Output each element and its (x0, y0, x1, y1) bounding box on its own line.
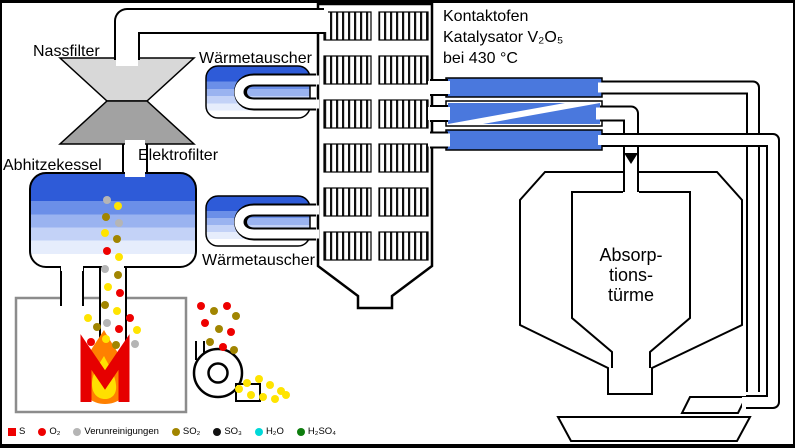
u-tube-bottom (234, 203, 319, 241)
u-tube-top (234, 73, 319, 111)
legend-label-s: S (19, 426, 26, 437)
legend-item-h2o: H₂O (254, 426, 284, 437)
pipe-opening (102, 262, 124, 271)
legend-item-verunreinigungen: Verunreinigungen (73, 426, 159, 437)
legend-item-h2so4: H₂SO₄ (296, 426, 337, 437)
water-marker-icon (254, 427, 263, 436)
kontaktofen-label: Kontaktofen Katalysator V₂O₅ bei 430 °C (443, 6, 563, 69)
legend-item-so2: SO₂ (171, 426, 201, 437)
waermetauscher-bottom-label: Wärmetauscher (202, 252, 315, 269)
legend-label-h2o: H₂O (265, 426, 284, 437)
sulfur-m-shape (80, 334, 130, 402)
pipe-right-outer-1 (598, 80, 760, 396)
tower-outer-shell (519, 171, 743, 395)
particles (84, 196, 290, 403)
cooler-wedge-left (448, 103, 565, 124)
acid-tray-small (680, 396, 748, 414)
legend-label-so2: SO₂ (182, 426, 201, 437)
so3-marker-icon (213, 427, 222, 436)
tower-inner-right (639, 191, 691, 368)
cooler-connectors (428, 79, 450, 149)
pipe-opening (125, 170, 145, 177)
cooler-wedge-right (483, 103, 600, 124)
heat-exchanger-top (205, 65, 319, 119)
sulfur-marker-icon (8, 427, 16, 436)
catalyst-beds (323, 11, 429, 261)
acid-trays (556, 396, 752, 442)
kontaktofen-label-line1: Kontaktofen (443, 8, 529, 25)
legend-label-verunreinigungen: Verunreinigungen (84, 426, 159, 437)
legend-label-o2: O₂ (49, 426, 61, 437)
legend: S O₂ Verunreinigungen SO₂ SO₃ H₂O H₂SO₄ (8, 426, 336, 437)
absorptionstuerme-label: Absorp- tions- türme (576, 245, 686, 305)
impurities-marker-icon (73, 427, 82, 436)
acid-tray-large (556, 416, 752, 442)
pipe-opening (125, 140, 145, 147)
waermetauscher-top-label: Wärmetauscher (199, 50, 312, 67)
gas-cooler-bars (428, 77, 603, 151)
abhitzekessel-vessel (29, 170, 197, 271)
legend-label-h2so4: H₂SO₄ (307, 426, 337, 437)
wet-filter-body (58, 57, 196, 147)
abhitzekessel-label: Abhitzekessel (3, 157, 102, 174)
nassfilter-label: Nassfilter (33, 43, 100, 60)
tower-inner-left (571, 191, 623, 368)
legend-item-s: S (8, 426, 25, 437)
pipe-top-inlet (114, 8, 328, 66)
so2-marker-icon (171, 427, 180, 436)
legend-item-o2: O₂ (38, 426, 60, 437)
pipe-opening (61, 262, 83, 271)
legend-label-so3: SO₃ (224, 426, 242, 437)
oxygen-marker-icon (38, 427, 47, 436)
cooler-bar-bottom (445, 129, 603, 151)
absorptionstuerme-label-line3: türme (607, 285, 654, 305)
absorptionstuerme-label-line2: tions- (608, 265, 653, 285)
pipe-to-tower (596, 105, 639, 196)
pipe-right-outer-2 (598, 133, 780, 409)
absorptionstuerme-label-line1: Absorp- (599, 245, 663, 265)
absorption-tower (519, 171, 743, 395)
kontaktofen-label-line3: bei 430 °C (443, 50, 518, 67)
heat-exchanger-bottom (205, 195, 319, 247)
sulfuric-acid-marker-icon (296, 427, 305, 436)
kontaktofen-vessel (316, 2, 434, 310)
kontaktofen-label-line2: Katalysator V₂O₅ (443, 29, 564, 46)
elektrofilter-lower-trapezoid (58, 100, 196, 145)
legend-item-so3: SO₃ (213, 426, 242, 437)
cooler-bar-top (445, 77, 603, 98)
flow-arrow-icon (624, 153, 638, 164)
elektrofilter-label: Elektrofilter (138, 147, 219, 164)
